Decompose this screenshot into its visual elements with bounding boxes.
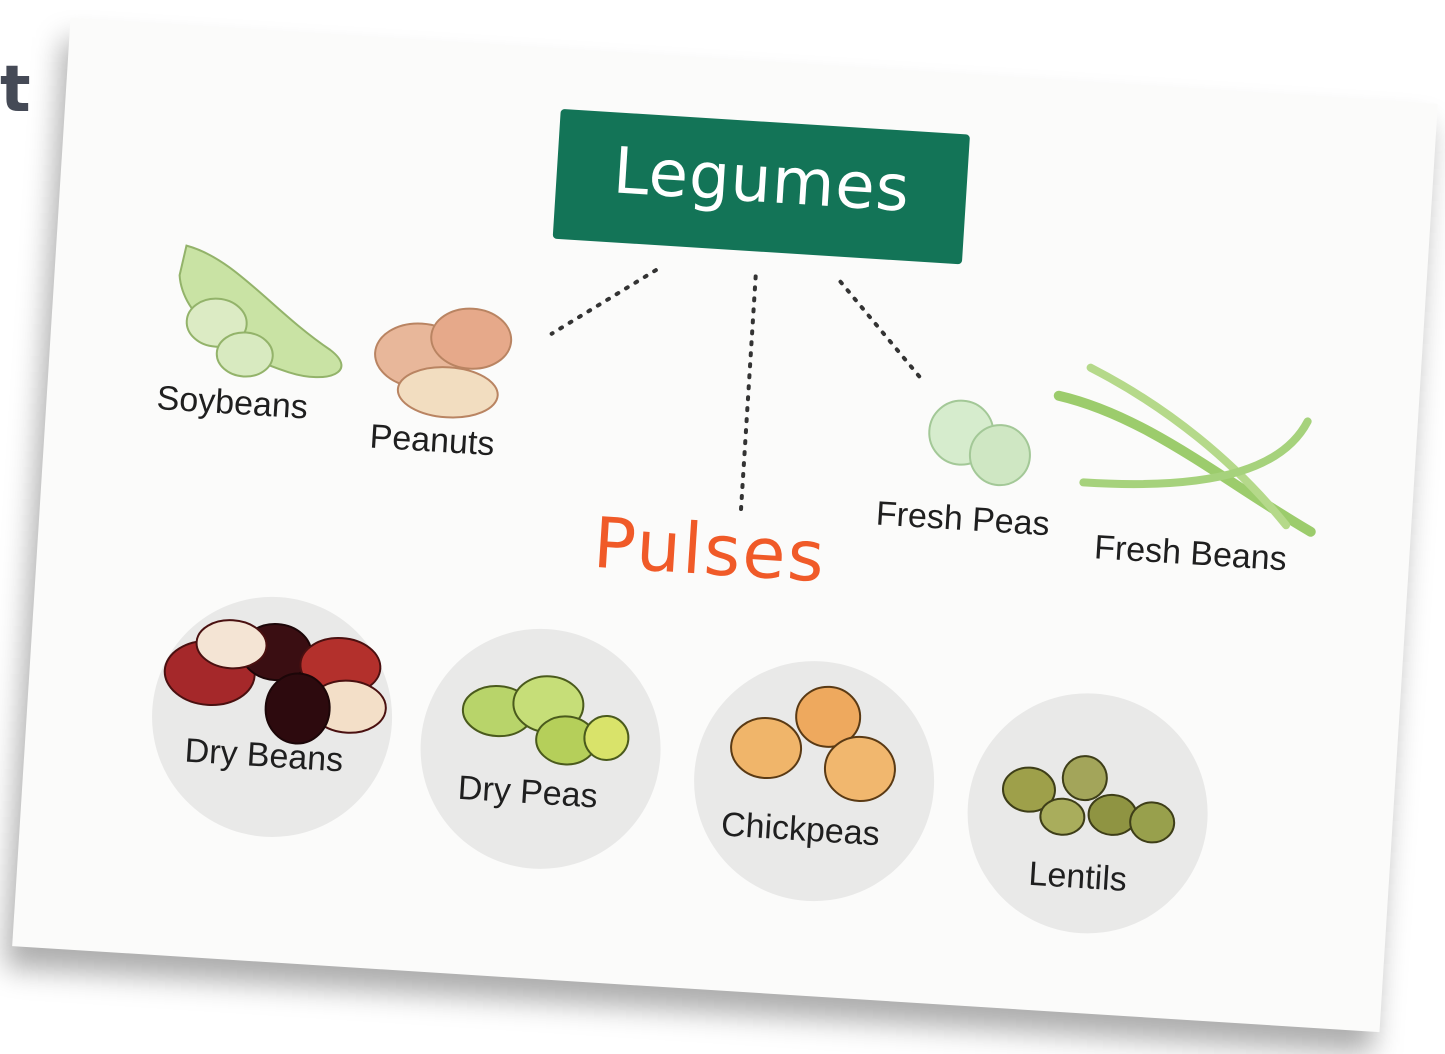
lentils-icon (12, 18, 1438, 1032)
legumes-card: Legumes Soybeans Peanuts Fresh Peas (12, 18, 1438, 1032)
label-lentils: Lentils (1027, 855, 1128, 900)
page-edge-letter: t (0, 58, 30, 122)
